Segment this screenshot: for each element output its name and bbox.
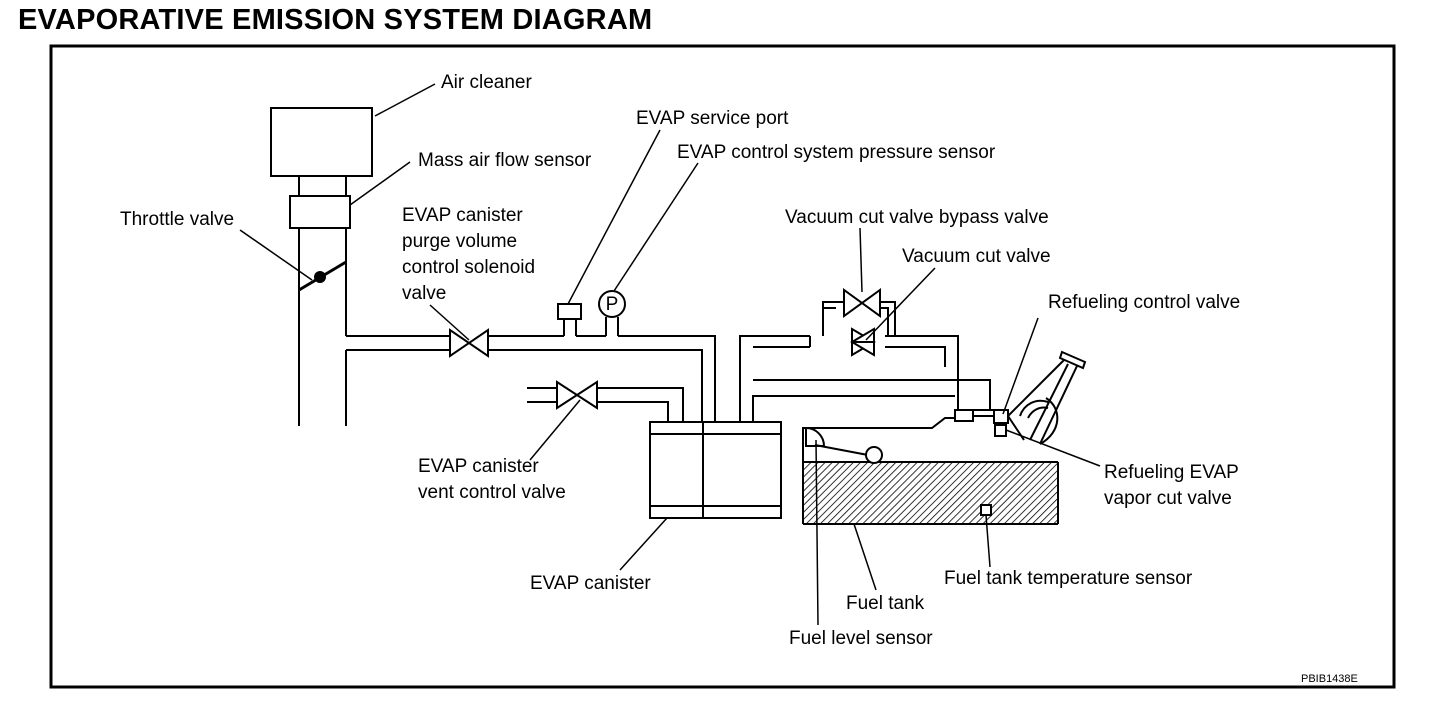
page-title: EVAPORATIVE EMISSION SYSTEM DIAGRAM	[18, 4, 653, 36]
pressure-sensor	[598, 290, 626, 336]
purge-line	[346, 335, 716, 422]
figure-code: PBIB1438E	[1301, 673, 1358, 685]
bypass-loop	[822, 301, 896, 336]
pressure-sensor-symbol: P	[606, 294, 619, 315]
vent-control-valve	[556, 380, 598, 410]
refueling-evap-vapor-cut-valve	[994, 424, 1007, 437]
filler-neck	[1007, 350, 1087, 445]
label-mass-air-flow-sensor: Mass air flow sensor	[418, 150, 592, 171]
throttle-valve	[298, 260, 347, 292]
label-bypass-valve: Vacuum cut valve bypass valve	[785, 207, 1049, 228]
vacuum-cut-valve-bypass-valve	[843, 288, 881, 318]
label-service-port: EVAP service port	[636, 108, 789, 129]
evap-service-port	[557, 303, 582, 336]
fuel-tank	[802, 409, 1059, 525]
label-purge-valve: EVAP canister purge volume control solen…	[402, 205, 540, 304]
vent-line	[527, 387, 684, 422]
refueling-control-valve	[973, 409, 1009, 424]
label-refueling-vapor-cut-valve: Refueling EVAP vapor cut valve	[1104, 462, 1244, 509]
fuel-tank-temperature-sensor	[980, 504, 992, 516]
vacuum-cut-valve	[850, 327, 876, 357]
evap-canister	[649, 421, 782, 519]
label-vacuum-cut-valve: Vacuum cut valve	[902, 246, 1051, 267]
label-pressure-sensor: EVAP control system pressure sensor	[677, 142, 996, 163]
canister-to-tank-line	[739, 335, 991, 422]
label-vent-control-valve: EVAP canister vent control valve	[418, 456, 566, 503]
intake-duct	[298, 228, 347, 426]
purge-volume-control-solenoid-valve	[449, 328, 489, 358]
label-canister: EVAP canister	[530, 573, 651, 594]
label-air-cleaner: Air cleaner	[441, 72, 532, 93]
label-throttle-valve: Throttle valve	[120, 209, 234, 230]
diagram-frame	[49, 44, 1396, 689]
labels: Air cleaner Mass air flow sensor Throttl…	[120, 72, 1358, 685]
fuel-level-sensor	[805, 426, 883, 464]
label-fuel-level-sensor: Fuel level sensor	[789, 628, 933, 649]
leader-lines	[239, 83, 1101, 626]
label-refueling-control-valve: Refueling control valve	[1048, 292, 1240, 313]
mass-air-flow-sensor	[289, 195, 351, 229]
label-fuel-tank: Fuel tank	[846, 593, 925, 614]
air-cleaner	[270, 107, 373, 177]
label-fuel-tank-temp-sensor: Fuel tank temperature sensor	[944, 568, 1193, 589]
